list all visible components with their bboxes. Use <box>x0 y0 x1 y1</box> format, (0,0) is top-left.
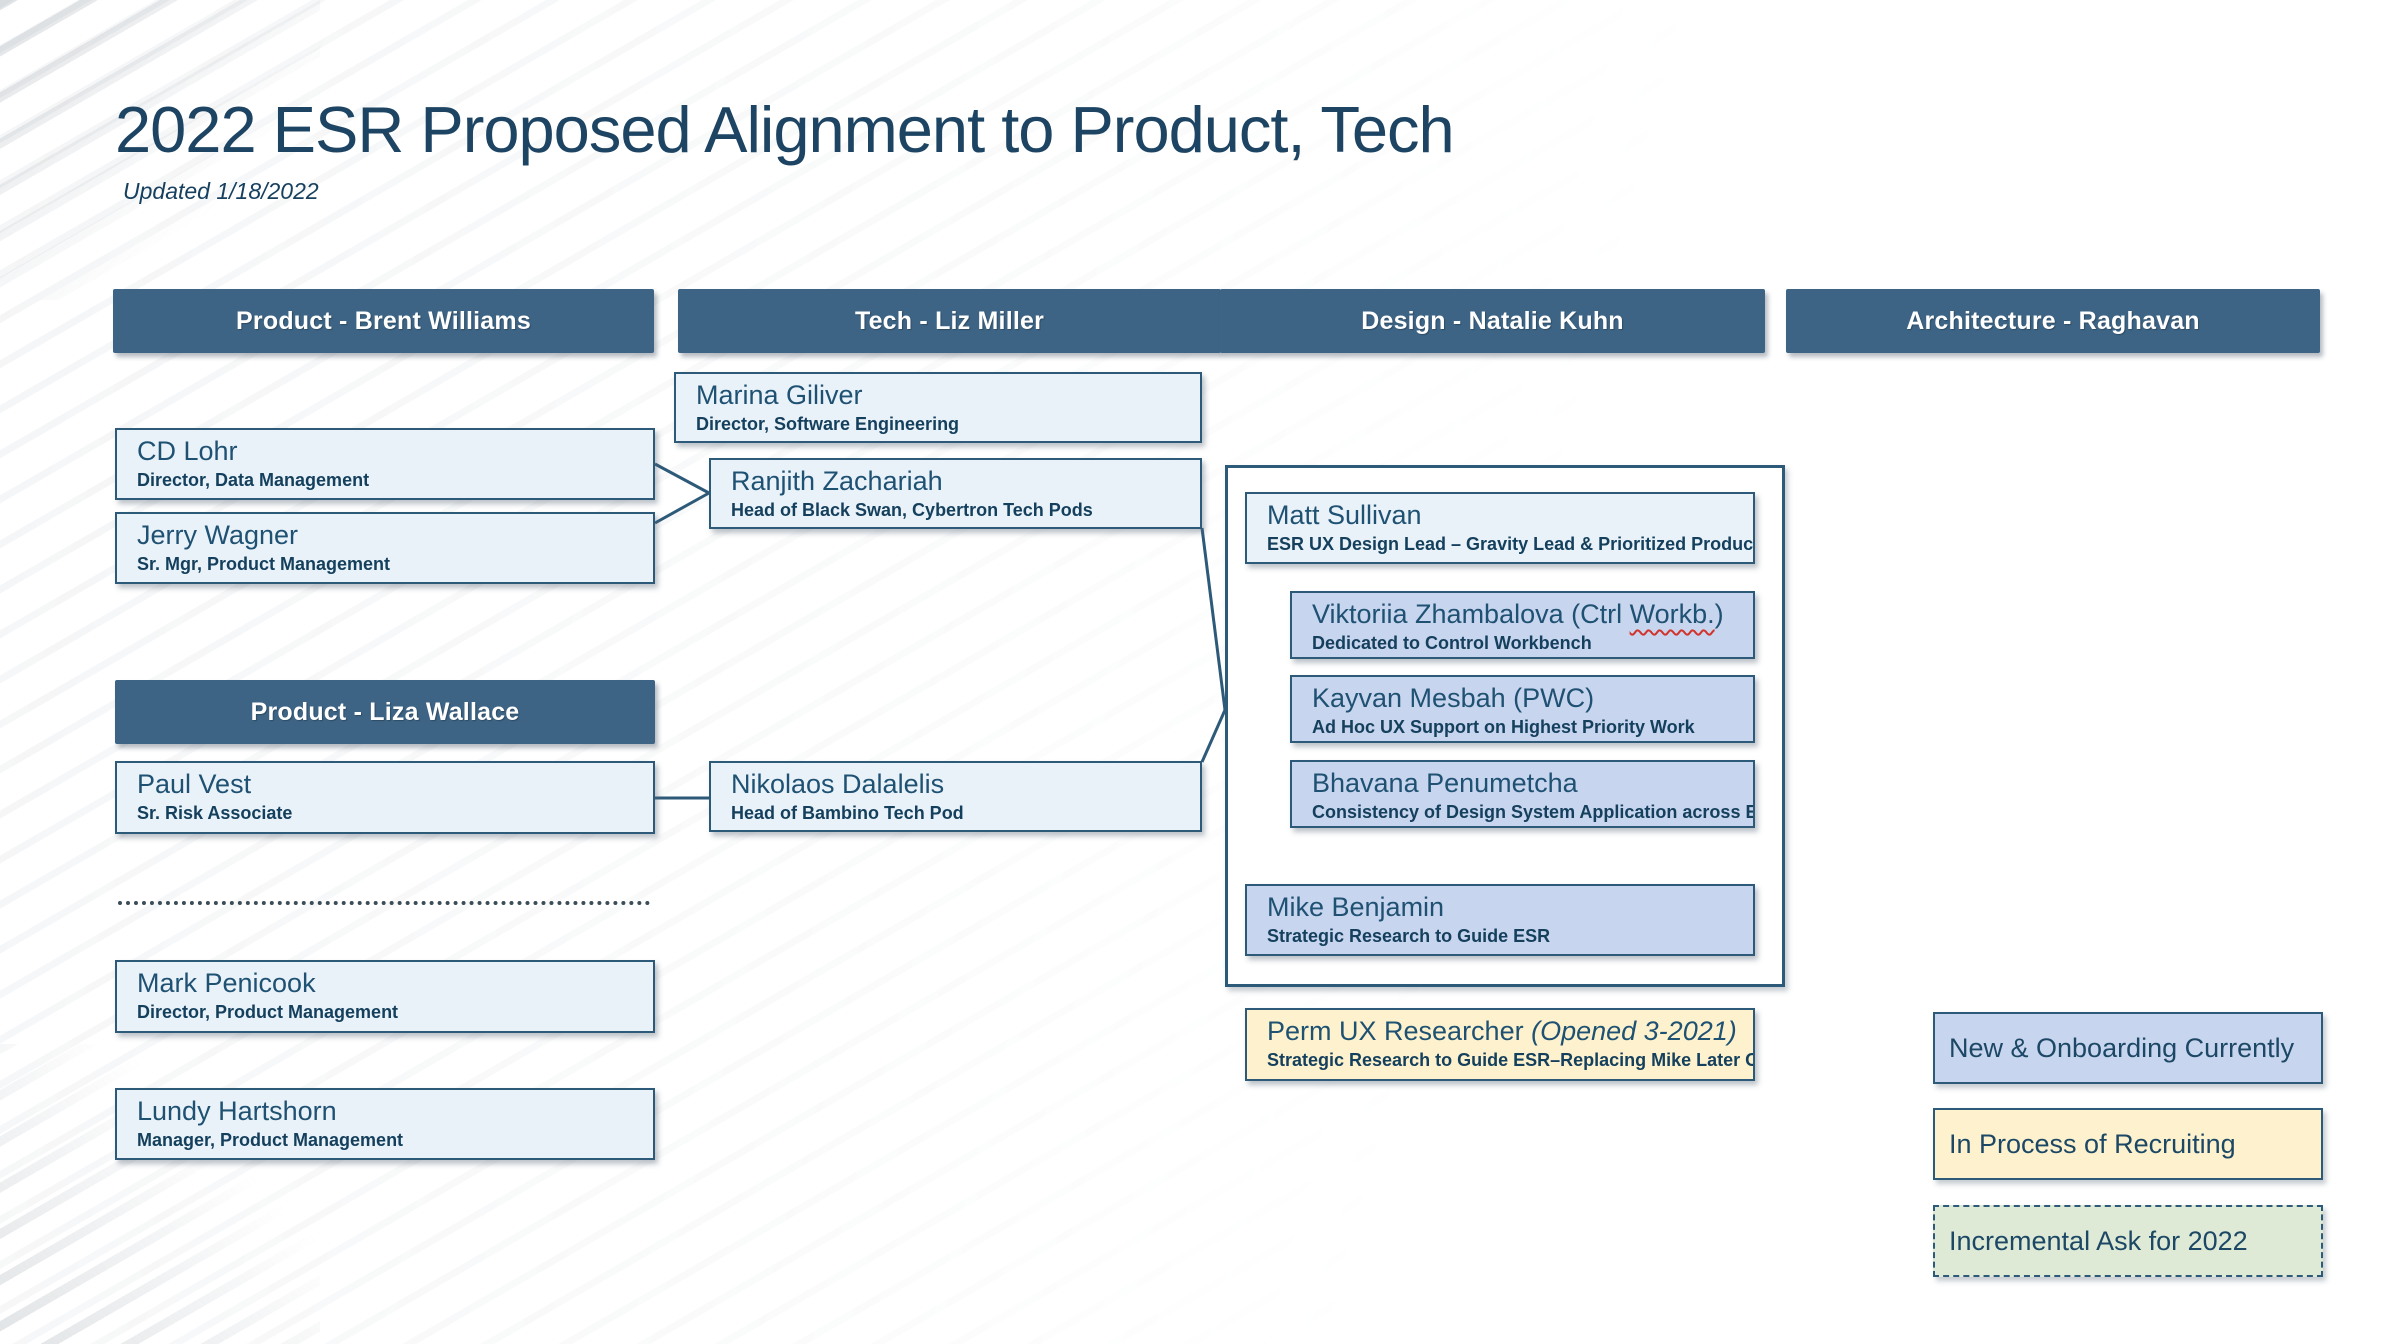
person-title: Sr. Mgr, Product Management <box>137 554 391 574</box>
person-card-marina-giliver: Marina Giliver Director, Software Engine… <box>674 372 1202 443</box>
person-title: Director, Product Management <box>137 1002 399 1022</box>
updated-date-note: Updated 1/18/2022 <box>123 178 319 204</box>
person-name: Marina Giliver <box>696 380 863 410</box>
legend-new-onboarding: New & Onboarding Currently <box>1933 1012 2323 1084</box>
person-title: Ad Hoc UX Support on Highest Priority Wo… <box>1312 717 1695 737</box>
connector-jerry-ranjith <box>654 491 710 525</box>
person-name: Bhavana Penumetcha <box>1312 768 1578 798</box>
person-title: ESR UX Design Lead – Gravity Lead & Prio… <box>1267 534 1755 554</box>
name-part: Viktoriia Zhambalova (Ctrl <box>1312 599 1630 629</box>
person-card-bhavana-penumetcha: Bhavana Penumetcha Consistency of Design… <box>1290 760 1755 828</box>
person-title: Head of Black Swan, Cybertron Tech Pods <box>731 500 1093 520</box>
person-title: Strategic Research to Guide ESR <box>1267 926 1551 946</box>
column-header-architecture: Architecture - Raghavan <box>1786 289 2320 353</box>
person-title: Sr. Risk Associate <box>137 803 293 823</box>
person-card-lundy-hartshorn: Lundy Hartshorn Manager, Product Managem… <box>115 1088 655 1160</box>
column-header-tech: Tech - Liz Miller <box>678 289 1221 353</box>
name-part: Perm UX Researcher <box>1267 1016 1532 1046</box>
person-name: Kayvan Mesbah (PWC) <box>1312 683 1595 713</box>
person-card-mark-penicook: Mark Penicook Director, Product Manageme… <box>115 960 655 1033</box>
dotted-divider <box>118 901 650 905</box>
person-title: Director, Data Management <box>137 470 370 490</box>
connector-ranjith-designgroup <box>1200 527 1227 711</box>
person-name: Paul Vest <box>137 769 252 799</box>
connector-cdlohr-ranjith <box>654 462 710 495</box>
column-header-product-brent: Product - Brent Williams <box>113 289 654 353</box>
page-title: 2022 ESR Proposed Alignment to Product, … <box>115 93 1455 166</box>
legend-in-process-of-recruiting: In Process of Recruiting <box>1933 1108 2323 1180</box>
name-italic-part: (Opened 3-2021) <box>1531 1016 1737 1046</box>
person-card-viktoriia-zhambalova: Viktoriia Zhambalova (Ctrl Workb.) Dedic… <box>1290 591 1755 659</box>
person-name: Perm UX Researcher (Opened 3-2021) <box>1267 1016 1743 1047</box>
person-title: Head of Bambino Tech Pod <box>731 803 964 823</box>
person-name: Jerry Wagner <box>137 520 299 550</box>
person-title: Consistency of Design System Application… <box>1312 802 1755 822</box>
person-card-perm-ux-researcher: Perm UX Researcher (Opened 3-2021) Strat… <box>1245 1008 1755 1081</box>
person-card-mike-benjamin: Mike Benjamin Strategic Research to Guid… <box>1245 884 1755 956</box>
connector-nikolaos-designgroup <box>1200 709 1227 763</box>
name-part: ) <box>1714 599 1724 629</box>
person-card-jerry-wagner: Jerry Wagner Sr. Mgr, Product Management <box>115 512 655 584</box>
person-name: Mike Benjamin <box>1267 892 1445 922</box>
person-card-paul-vest: Paul Vest Sr. Risk Associate <box>115 761 655 834</box>
column-header-design: Design - Natalie Kuhn <box>1220 289 1765 353</box>
person-card-kayvan-mesbah: Kayvan Mesbah (PWC) Ad Hoc UX Support on… <box>1290 675 1755 743</box>
person-title: Manager, Product Management <box>137 1130 404 1150</box>
person-name: Ranjith Zachariah <box>731 466 943 496</box>
person-name: Matt Sullivan <box>1267 500 1422 530</box>
column-header-product-liza: Product - Liza Wallace <box>115 680 655 744</box>
person-name: Viktoriia Zhambalova (Ctrl Workb.) <box>1312 599 1743 630</box>
person-name: Nikolaos Dalalelis <box>731 769 945 799</box>
person-name: CD Lohr <box>137 436 238 466</box>
person-name: Mark Penicook <box>137 968 316 998</box>
person-title: Director, Software Engineering <box>696 414 960 434</box>
person-title: Dedicated to Control Workbench <box>1312 633 1592 653</box>
legend-incremental-ask: Incremental Ask for 2022 <box>1933 1205 2323 1277</box>
person-title: Strategic Research to Guide ESR–Replacin… <box>1267 1050 1755 1070</box>
person-card-cd-lohr: CD Lohr Director, Data Management <box>115 428 655 500</box>
person-card-nikolaos-dalalelis: Nikolaos Dalalelis Head of Bambino Tech … <box>709 761 1202 832</box>
person-card-matt-sullivan: Matt Sullivan ESR UX Design Lead – Gravi… <box>1245 492 1755 564</box>
spellcheck-flagged-text: Workb. <box>1629 599 1715 629</box>
person-card-ranjith-zachariah: Ranjith Zachariah Head of Black Swan, Cy… <box>709 458 1202 529</box>
person-name: Lundy Hartshorn <box>137 1096 337 1126</box>
